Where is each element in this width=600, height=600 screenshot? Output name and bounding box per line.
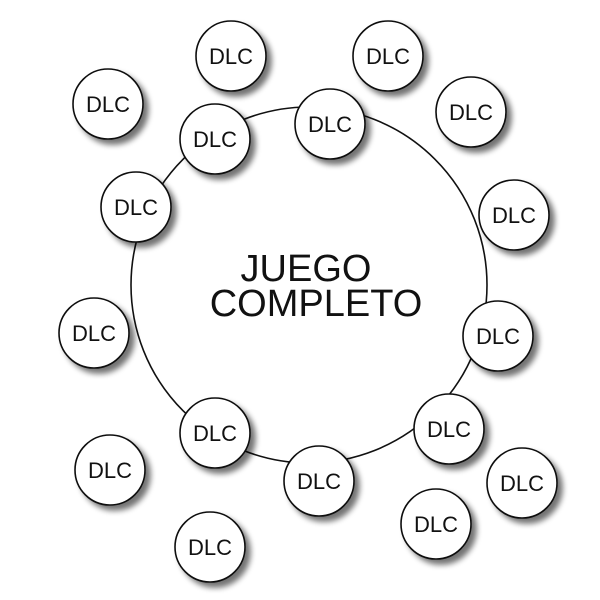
dlc-bubble: DLC — [72, 68, 144, 140]
dlc-bubble-circle — [435, 76, 507, 148]
dlc-bubble: DLC — [435, 76, 507, 148]
dlc-bubble: DLC — [400, 488, 472, 560]
dlc-bubble-circle — [283, 445, 355, 517]
dlc-bubble: DLC — [100, 171, 172, 243]
dlc-bubble-circle — [486, 447, 558, 519]
dlc-bubble-circle — [72, 68, 144, 140]
dlc-bubble-circle — [400, 488, 472, 560]
dlc-bubble: DLC — [179, 103, 251, 175]
dlc-bubble-circle — [74, 434, 146, 506]
dlc-bubble-circle — [58, 297, 130, 369]
dlc-bubble-label: DLC — [209, 44, 253, 69]
dlc-bubble-circle — [179, 397, 251, 469]
dlc-bubble-label: DLC — [188, 535, 232, 560]
dlc-bubble-circle — [352, 20, 424, 92]
dlc-bubble-label: DLC — [476, 324, 520, 349]
dlc-bubble: DLC — [74, 434, 146, 506]
dlc-bubble: DLC — [478, 179, 550, 251]
dlc-bubble-circle — [100, 171, 172, 243]
dlc-bubble: DLC — [179, 397, 251, 469]
dlc-bubble-circle — [413, 393, 485, 465]
dlc-bubble: DLC — [283, 445, 355, 517]
dlc-bubble-label: DLC — [308, 112, 352, 137]
center-label-line1: JUEGO — [241, 248, 372, 290]
dlc-bubble: DLC — [413, 393, 485, 465]
dlc-bubble-label: DLC — [193, 421, 237, 446]
dlc-bubble-label: DLC — [414, 512, 458, 537]
dlc-bubble: DLC — [58, 297, 130, 369]
dlc-bubble-label: DLC — [500, 471, 544, 496]
dlc-bubble-circle — [462, 300, 534, 372]
dlc-bubble-label: DLC — [297, 469, 341, 494]
dlc-bubble: DLC — [195, 20, 267, 92]
dlc-bubble-label: DLC — [427, 417, 471, 442]
dlc-bubble-label: DLC — [86, 92, 130, 117]
dlc-bubbles: DLC DLC DLC DLC DLC DLC DLC DLC DLC DLC DLC DLC DLC D… — [58, 20, 558, 583]
dlc-bubble-label: DLC — [88, 458, 132, 483]
dlc-bubble: DLC — [294, 88, 366, 160]
dlc-bubble: DLC — [352, 20, 424, 92]
dlc-bubble-label: DLC — [366, 44, 410, 69]
dlc-bubble-label: DLC — [114, 195, 158, 220]
dlc-bubble-circle — [174, 511, 246, 583]
dlc-bubble-circle — [195, 20, 267, 92]
dlc-bubble: DLC — [174, 511, 246, 583]
dlc-bubble: DLC — [486, 447, 558, 519]
dlc-bubble-circle — [294, 88, 366, 160]
dlc-bubble-label: DLC — [492, 203, 536, 228]
dlc-bubble-circle — [478, 179, 550, 251]
dlc-bubble-label: DLC — [193, 127, 237, 152]
dlc-bubble-label: DLC — [449, 100, 493, 125]
dlc-bubble-circle — [179, 103, 251, 175]
center-label-line2: COMPLETO — [210, 283, 423, 325]
dlc-bubble-label: DLC — [72, 321, 116, 346]
dlc-bubble: DLC — [462, 300, 534, 372]
